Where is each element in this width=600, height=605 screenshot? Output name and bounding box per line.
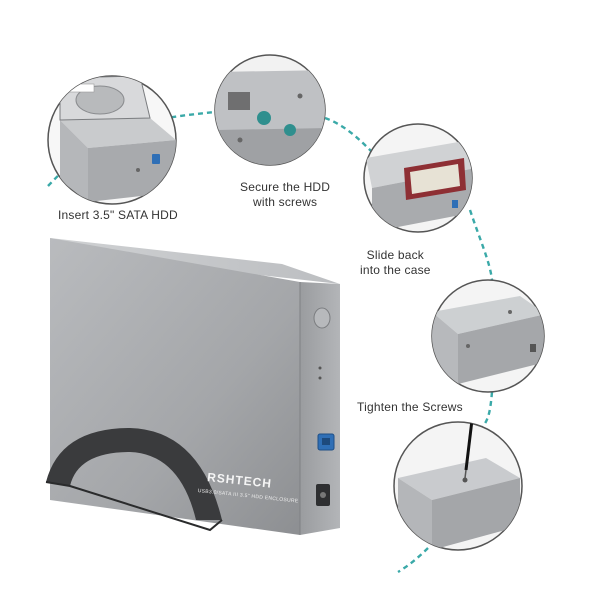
usb-b-port-icon xyxy=(152,154,160,164)
screwdriver-icon xyxy=(464,422,474,479)
dc-power-jack-icon xyxy=(316,484,330,506)
step-3-caption: Slide back into the case xyxy=(360,248,431,277)
power-button-icon xyxy=(313,307,331,329)
step-1-image xyxy=(47,75,177,205)
dashed-connector xyxy=(47,110,494,574)
step-4-image xyxy=(431,279,545,393)
step-2-caption: Secure the HDD with screws xyxy=(240,180,331,209)
hdd-drive-icon xyxy=(59,76,151,121)
hdd-enclosure xyxy=(45,238,340,535)
step-3-image xyxy=(363,123,473,233)
step-2-image xyxy=(214,54,326,166)
step-5-image xyxy=(393,421,523,551)
step-1-caption: Insert 3.5" SATA HDD xyxy=(58,208,178,222)
step-4-caption: Tighten the Screws xyxy=(357,400,463,414)
enclosure-stand xyxy=(45,428,223,532)
